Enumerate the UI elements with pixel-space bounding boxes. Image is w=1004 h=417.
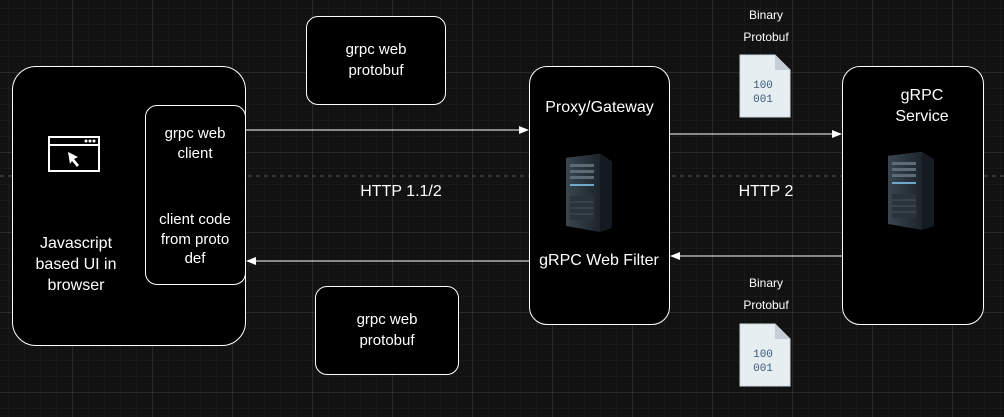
server-icon (888, 152, 934, 230)
client-box[interactable] (145, 105, 246, 285)
server-icon (566, 154, 612, 232)
bottom-payload-label: Binary Protobuf (743, 276, 789, 312)
response-message-box[interactable]: grpc web protobuf (315, 286, 459, 375)
response-message-label: grpc web protobuf (356, 311, 418, 349)
bottom-payload-digits-top: 100 (753, 349, 773, 361)
right-link-label: HTTP 2 (738, 183, 794, 200)
service-title: gRPC Service (895, 87, 949, 125)
request-message-label: grpc web protobuf (345, 41, 407, 79)
request-message-box[interactable]: grpc web protobuf (306, 16, 446, 105)
browser-cursor-icon (48, 136, 100, 172)
proxy-title: Proxy/Gateway (545, 99, 654, 116)
binary-file-icon: 100 001 (739, 54, 791, 118)
binary-file-icon: 100 001 (739, 323, 791, 387)
browser-label: Javascript based UI in browser (35, 235, 117, 294)
proxy-filter-label: gRPC Web Filter (539, 252, 659, 269)
client-title: grpc web client (164, 125, 226, 162)
top-payload-digits-top: 100 (753, 80, 773, 92)
top-payload-label: Binary Protobuf (743, 8, 789, 44)
top-payload-digits-bottom: 001 (753, 94, 773, 106)
client-subtitle: client code from proto def (159, 211, 231, 267)
bottom-payload-digits-bottom: 001 (753, 363, 773, 375)
left-link-label: HTTP 1.1/2 (360, 183, 442, 200)
